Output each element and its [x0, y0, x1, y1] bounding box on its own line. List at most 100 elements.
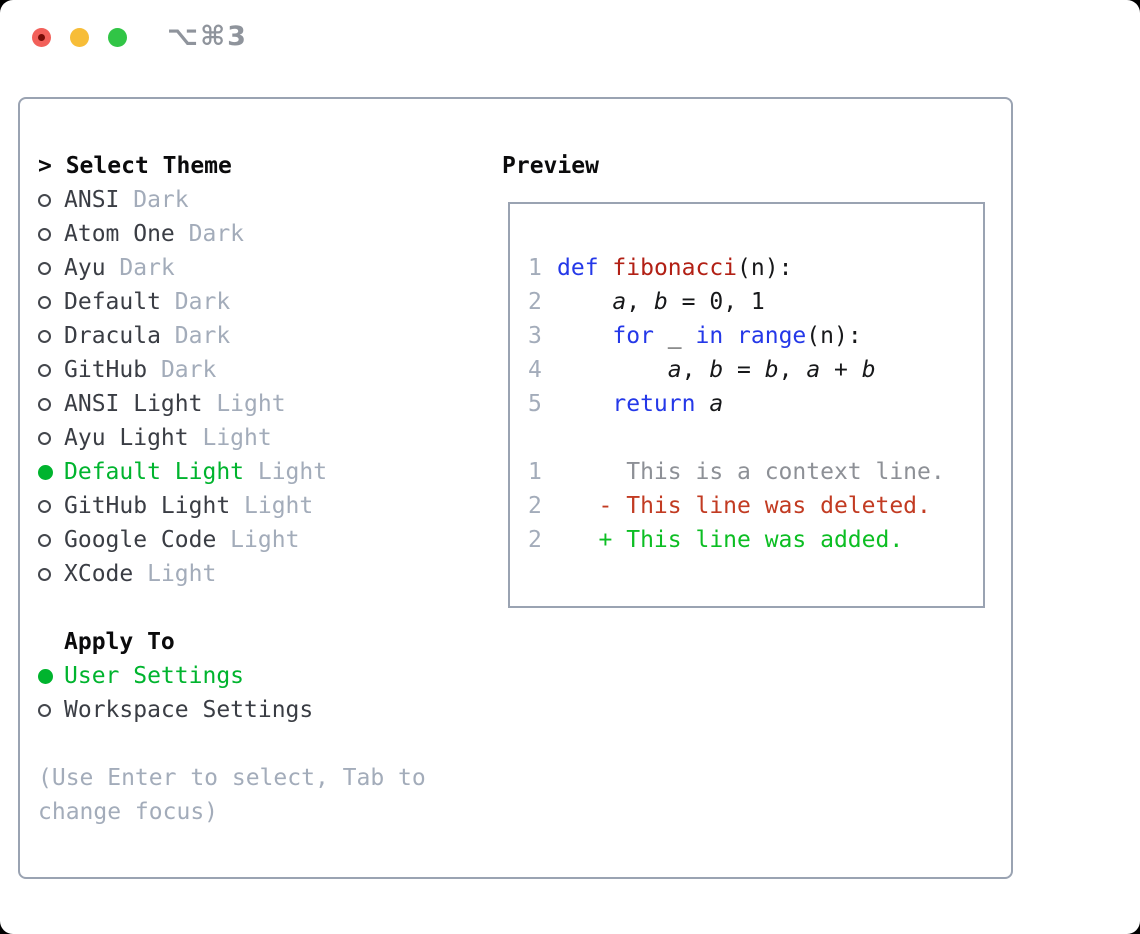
help-line-2: change focus) — [38, 799, 219, 825]
code-token — [557, 323, 612, 349]
code-token: a — [612, 289, 627, 315]
theme-option-xcode-light[interactable]: XCode Light — [38, 557, 426, 591]
theme-variant-label: Light — [216, 527, 300, 553]
theme-name: ANSI Light — [64, 391, 203, 417]
spacer-row — [38, 591, 426, 625]
radio-ring — [38, 329, 51, 343]
theme-variant-label: Dark — [174, 221, 245, 247]
radio-icon — [38, 363, 64, 377]
code-token: for — [612, 323, 654, 349]
radio-icon — [38, 533, 64, 547]
radio-ring — [38, 431, 51, 445]
apply-option-label: Workspace Settings — [64, 697, 314, 723]
titlebar: ⌥⌘3 — [0, 0, 1140, 75]
diff-line-context: 1 This is a context line. — [528, 455, 983, 489]
select-theme-title: Select Theme — [65, 153, 232, 179]
close-button[interactable] — [32, 28, 51, 47]
theme-option-ansi-dark[interactable]: ANSI Dark — [38, 183, 426, 217]
select-theme-heading-row: > Select Theme — [38, 149, 426, 183]
code-token: a — [709, 391, 724, 417]
theme-name: GitHub — [64, 357, 148, 383]
theme-name: Default — [64, 289, 161, 315]
code-token — [599, 255, 613, 281]
theme-variant-label: Light — [133, 561, 217, 587]
line-number: 1 — [528, 459, 542, 485]
theme-option-google-code-light[interactable]: Google Code Light — [38, 523, 426, 557]
theme-name: Dracula — [64, 323, 161, 349]
code-token: b — [653, 289, 668, 315]
code-token: , — [681, 357, 710, 383]
code-token: b — [861, 357, 876, 383]
code-token — [723, 323, 737, 349]
radio-icon — [38, 193, 64, 207]
theme-option-ayu-dark[interactable]: Ayu Dark — [38, 251, 426, 285]
theme-option-github-dark[interactable]: GitHub Dark — [38, 353, 426, 387]
theme-option-ayu-light-light[interactable]: Ayu Light Light — [38, 421, 426, 455]
code-token: , — [626, 289, 654, 315]
radio-icon — [38, 499, 64, 513]
preview-heading-row: Preview — [502, 149, 599, 183]
code-token: fibonacci — [612, 255, 738, 281]
line-number: 5 — [528, 391, 542, 417]
radio-ring — [38, 703, 51, 717]
line-number: 2 — [528, 527, 542, 553]
code-token: , — [778, 357, 807, 383]
theme-name: Google Code — [64, 527, 217, 553]
code-token: = — [723, 357, 765, 383]
spacer-row — [38, 727, 426, 761]
radio-dot — [38, 464, 53, 480]
code-line: 3 for _ in range(n): — [528, 319, 983, 353]
code-line: 5 return a — [528, 387, 983, 421]
theme-option-github-light-light[interactable]: GitHub Light Light — [38, 489, 426, 523]
apply-to-title: Apply To — [64, 629, 175, 655]
code-token: in — [695, 323, 724, 349]
code-token: a — [806, 357, 821, 383]
preview-title: Preview — [502, 153, 599, 179]
theme-variant-label: Light — [188, 425, 272, 451]
theme-option-ansi-light-light[interactable]: ANSI Light Light — [38, 387, 426, 421]
diff-text: This is a context line. — [557, 459, 945, 485]
minimize-button[interactable] — [70, 28, 89, 47]
radio-icon — [38, 397, 64, 411]
code-token — [557, 289, 612, 315]
radio-icon — [38, 227, 64, 241]
theme-name: Ayu Light — [64, 425, 189, 451]
diff-text: - This line was deleted. — [557, 493, 931, 519]
code-line: 4 a, b = b, a + b — [528, 353, 983, 387]
theme-variant-label: Dark — [119, 187, 189, 213]
apply-option-user-settings[interactable]: User Settings — [38, 659, 426, 693]
radio-ring — [38, 567, 51, 581]
code-line: 2 a, b = 0, 1 — [528, 285, 983, 319]
line-number: 1 — [528, 255, 542, 281]
radio-ring — [38, 397, 51, 411]
theme-name: Atom One — [64, 221, 175, 247]
diff-text: + This line was added. — [557, 527, 904, 553]
code-token: (n): — [737, 255, 793, 281]
theme-name: GitHub Light — [64, 493, 231, 519]
theme-option-default-dark[interactable]: Default Dark — [38, 285, 426, 319]
zoom-button[interactable] — [108, 28, 127, 47]
radio-ring — [38, 363, 51, 377]
code-token: a — [667, 357, 682, 383]
radio-icon — [38, 329, 64, 343]
radio-icon — [38, 567, 64, 581]
apply-option-workspace-settings[interactable]: Workspace Settings — [38, 693, 426, 727]
theme-option-default-light-light[interactable]: Default Light Light — [38, 455, 426, 489]
selection-pointer-icon: > — [38, 153, 66, 179]
line-number: 2 — [528, 289, 542, 315]
code-token: range — [737, 323, 807, 349]
apply-option-label: User Settings — [64, 663, 245, 689]
radio-icon — [38, 703, 64, 717]
help-line-1: (Use Enter to select, Tab to — [38, 765, 426, 791]
theme-option-dracula-dark[interactable]: Dracula Dark — [38, 319, 426, 353]
theme-name: XCode — [64, 561, 134, 587]
diff-line-deleted: 2 - This line was deleted. — [528, 489, 983, 523]
theme-name: ANSI — [64, 187, 120, 213]
theme-option-atom-one-dark[interactable]: Atom One Dark — [38, 217, 426, 251]
